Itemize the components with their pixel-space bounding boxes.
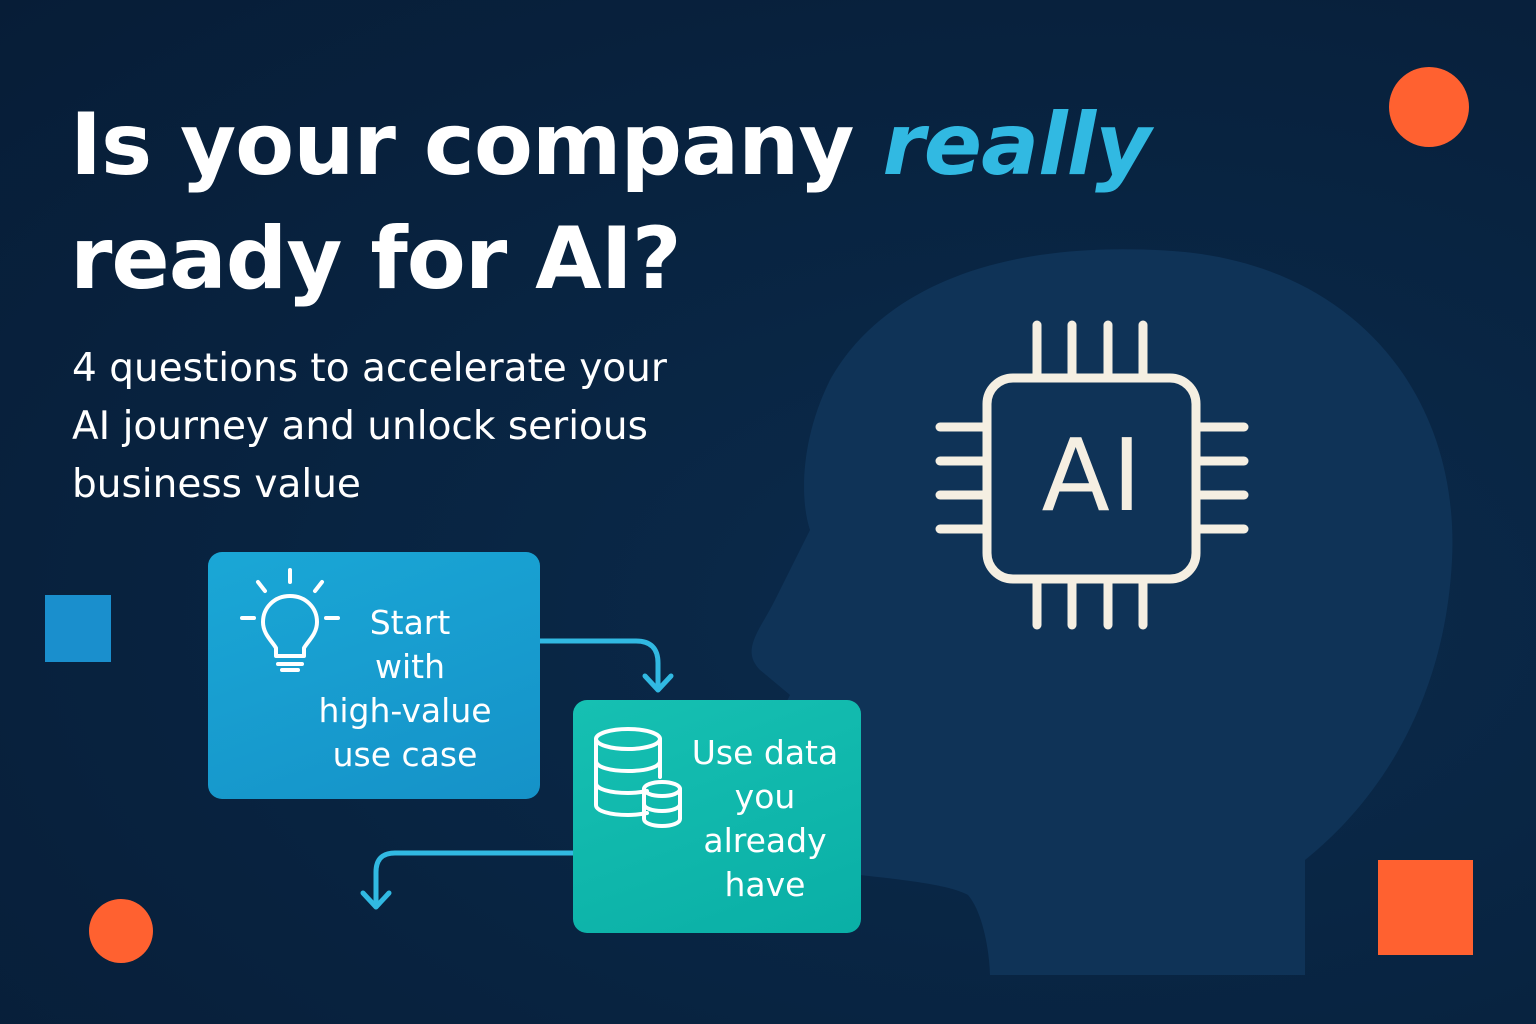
orange-square-bottom-right [1378, 860, 1473, 955]
step-1-line3: high-value [318, 691, 492, 730]
step-card-high-value-use-case [208, 552, 540, 799]
chip-body [982, 373, 1201, 584]
ai-chip-icon [935, 320, 1249, 630]
subtitle-line1: 4 questions to accelerate your [72, 346, 667, 391]
step-1-line2: with [374, 647, 445, 686]
lightbulb-icon [240, 568, 340, 672]
step-1-text: Start with high-value use case [300, 601, 510, 777]
step-2-text: Use data you already have [680, 731, 850, 907]
head-shape [751, 249, 1453, 975]
subtitle: 4 questions to accelerate your AI journe… [72, 340, 752, 514]
subtitle-line3: business value [72, 462, 361, 507]
headline-line1-prefix: Is your company [70, 95, 883, 195]
step-2-line3: already [703, 821, 827, 860]
step-1-line4: use case [332, 735, 478, 774]
step-2-line4: have [724, 865, 806, 904]
subtitle-line2: AI journey and unlock serious [72, 404, 648, 449]
step-2-line1: Use data [691, 733, 839, 772]
headline-line2: ready for AI? [70, 209, 682, 309]
orange-circle-top-right [1389, 67, 1469, 147]
chip-label: AI [1041, 417, 1144, 534]
database-icon [594, 727, 682, 828]
blue-square-left [45, 595, 111, 662]
orange-circle-bottom-left [89, 899, 153, 963]
step-2-line2: you [734, 777, 796, 816]
step-1-line1: Start [369, 603, 451, 642]
headline: Is your company really ready for AI? [70, 88, 1220, 316]
headline-accent-word: really [882, 95, 1151, 195]
